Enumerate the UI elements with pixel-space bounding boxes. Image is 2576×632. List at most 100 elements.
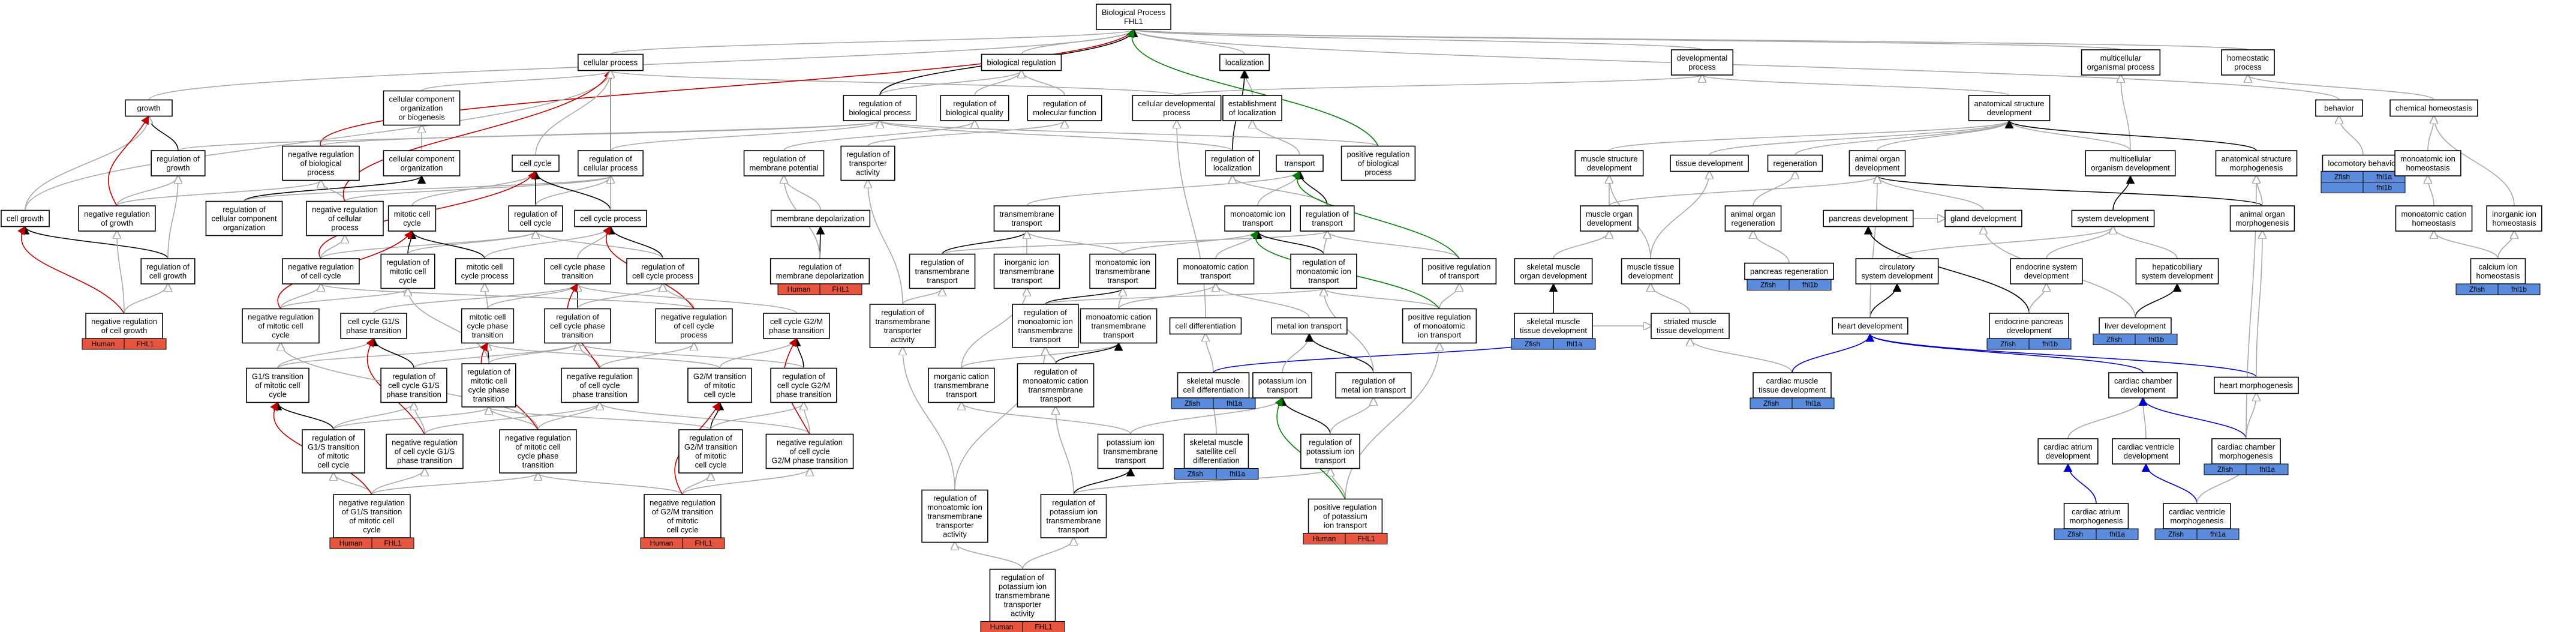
go-term-node[interactable]: cell differentiation [1169, 317, 1242, 335]
go-term-node[interactable]: biological regulation [981, 53, 1062, 71]
go-term-node[interactable]: growth [125, 99, 173, 117]
go-term-node[interactable]: system development [2071, 209, 2155, 227]
go-term-node[interactable]: regulation oftransmembranetransporteract… [869, 304, 936, 348]
go-term-node[interactable]: gland development [1944, 209, 2022, 227]
go-term-node[interactable]: metal ion transport [1271, 317, 1348, 335]
go-term-node[interactable]: cell cycle process [574, 209, 647, 227]
go-term-node[interactable]: behavior [2315, 99, 2363, 117]
go-term-node[interactable]: regeneration [1767, 154, 1823, 172]
go-term-node[interactable]: pancreas development [1823, 209, 1914, 227]
go-term-node[interactable]: heart development [1832, 317, 1908, 335]
go-term-node[interactable]: tissue development [1670, 154, 1749, 172]
go-term-node[interactable]: cell cycle [512, 154, 560, 172]
go-term-node[interactable]: chemical homeostasis [2389, 99, 2478, 117]
go-term-node[interactable]: cellular process [578, 53, 644, 71]
go-term-node[interactable]: cell growth [1, 209, 50, 227]
go-term-node[interactable]: heart morphogenesis [2214, 376, 2299, 394]
go-term-node[interactable]: membrane depolarization [770, 209, 871, 227]
